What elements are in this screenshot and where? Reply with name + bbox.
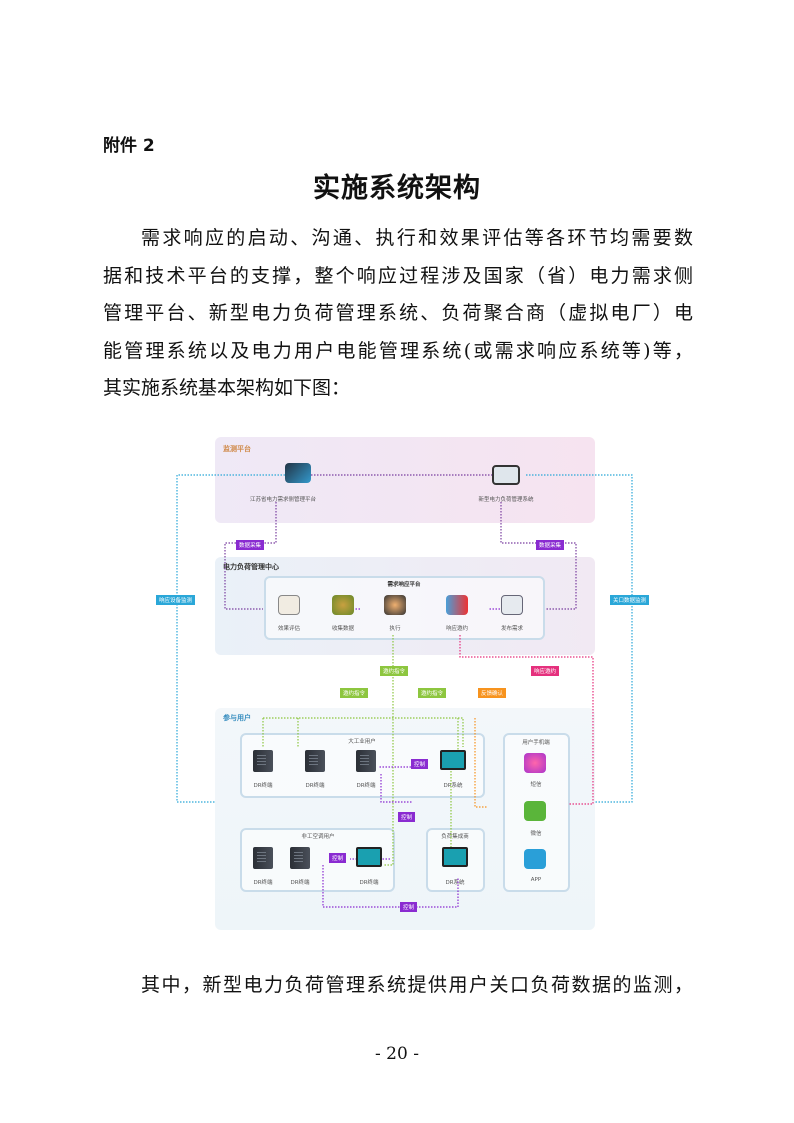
- wechat-icon: [524, 801, 546, 821]
- control-tag: 控制: [329, 853, 347, 863]
- sms-icon: [524, 753, 546, 773]
- architecture-diagram: 监测平台 电力负荷管理中心 参与用户 响应设备监测 关口数据监测 江苏省电力需求…: [128, 437, 673, 932]
- dr-platform-label: 需求响应平台: [387, 582, 421, 588]
- center-band-label: 电力负荷管理中心: [223, 563, 279, 571]
- text-line: 管理平台、新型电力负荷管理系统、负荷聚合商（虚拟电厂）电: [103, 302, 693, 324]
- workers-icon: [384, 595, 406, 615]
- wechat-label: 微信: [530, 831, 542, 837]
- invite-cmd-tag: 邀约指令: [418, 688, 447, 698]
- chart-icon: [446, 595, 468, 615]
- server-icon: [305, 750, 325, 772]
- aggregator-label: 负荷集成商: [441, 834, 469, 840]
- text-line: 需求响应的启动、沟通、执行和效果评估等各环节均需要数: [141, 227, 693, 249]
- load-mgmt-system-label: 新型电力负荷管理系统: [478, 497, 534, 503]
- provincial-platform-label: 江苏省电力需求侧管理平台: [249, 497, 317, 503]
- server-icon: [253, 847, 273, 869]
- phone-label: 用户手机端: [522, 740, 550, 746]
- non-industrial-label: 非工空调用户: [301, 834, 335, 840]
- dr-system-label: DR系统: [445, 880, 465, 886]
- monitor-icon: [492, 465, 520, 485]
- control-tag: 控制: [400, 902, 418, 912]
- dr-terminal-label: DR终端: [359, 880, 379, 886]
- step-label: 执行: [389, 626, 401, 632]
- computer-icon: [356, 847, 382, 867]
- server-icon: [253, 750, 273, 772]
- dr-terminal-label: DR终端: [290, 880, 310, 886]
- response-invite-tag: 响应邀约: [531, 666, 560, 676]
- step-label: 响应邀约: [445, 626, 469, 632]
- left-side-label: 响应设备监测: [156, 595, 196, 605]
- users-band-label: 参与用户: [223, 714, 251, 722]
- computer-icon: [442, 847, 468, 867]
- follow-paragraph: 其中，新型电力负荷管理系统提供用户关口负荷数据的监测，: [103, 967, 693, 1005]
- server-database-icon: [285, 463, 311, 483]
- computer-icon: [440, 750, 466, 770]
- control-tag: 控制: [411, 759, 429, 769]
- server-icon: [290, 847, 310, 869]
- page-number: - 20 -: [375, 1044, 419, 1064]
- app-label: APP: [530, 877, 542, 883]
- intro-paragraph: 需求响应的启动、沟通、执行和效果评估等各环节均需要数 据和技术平台的支撑，整个响…: [103, 220, 693, 408]
- data-collect-tag: 数据采集: [536, 540, 565, 550]
- step-label: 收集数据: [331, 626, 355, 632]
- step-label: 效果评估: [277, 626, 301, 632]
- text-line: 其实施系统基本架构如下图：: [103, 377, 351, 399]
- text-line: 据和技术平台的支撑，整个响应过程涉及国家（省）电力需求侧: [103, 264, 693, 287]
- sms-label: 短信: [530, 782, 542, 788]
- text-line: 其中，新型电力负荷管理系统提供用户关口负荷数据的监测，: [141, 974, 693, 996]
- dr-terminal-label: DR终端: [305, 783, 325, 789]
- monitor-band-label: 监测平台: [223, 445, 251, 453]
- clipboard-check-icon: [278, 595, 300, 615]
- dr-terminal-label: DR终端: [253, 783, 273, 789]
- step-label: 发布需求: [500, 626, 524, 632]
- server-icon: [356, 750, 376, 772]
- right-side-label: 关口数据监测: [610, 595, 650, 605]
- invite-cmd-tag: 邀约指令: [380, 666, 409, 676]
- monitor-band: [215, 437, 595, 523]
- invite-cmd-tag: 邀约指令: [340, 688, 369, 698]
- app-cloud-icon: [524, 849, 546, 869]
- control-tag: 控制: [398, 812, 416, 822]
- text-line: 能管理系统以及电力用户电能管理系统(或需求响应系统等)等，: [103, 339, 693, 362]
- attachment-label: 附件 2: [103, 136, 155, 156]
- data-search-icon: [332, 595, 354, 615]
- data-collect-tag: 数据采集: [236, 540, 265, 550]
- large-industrial-label: 大工业用户: [348, 739, 376, 745]
- dr-system-label: DR系统: [443, 783, 463, 789]
- dr-terminal-label: DR终端: [253, 880, 273, 886]
- feedback-tag: 反馈确认: [478, 688, 507, 698]
- page-title: 实施系统架构: [313, 173, 481, 204]
- publish-icon: [501, 595, 523, 615]
- dr-terminal-label: DR终端: [356, 783, 376, 789]
